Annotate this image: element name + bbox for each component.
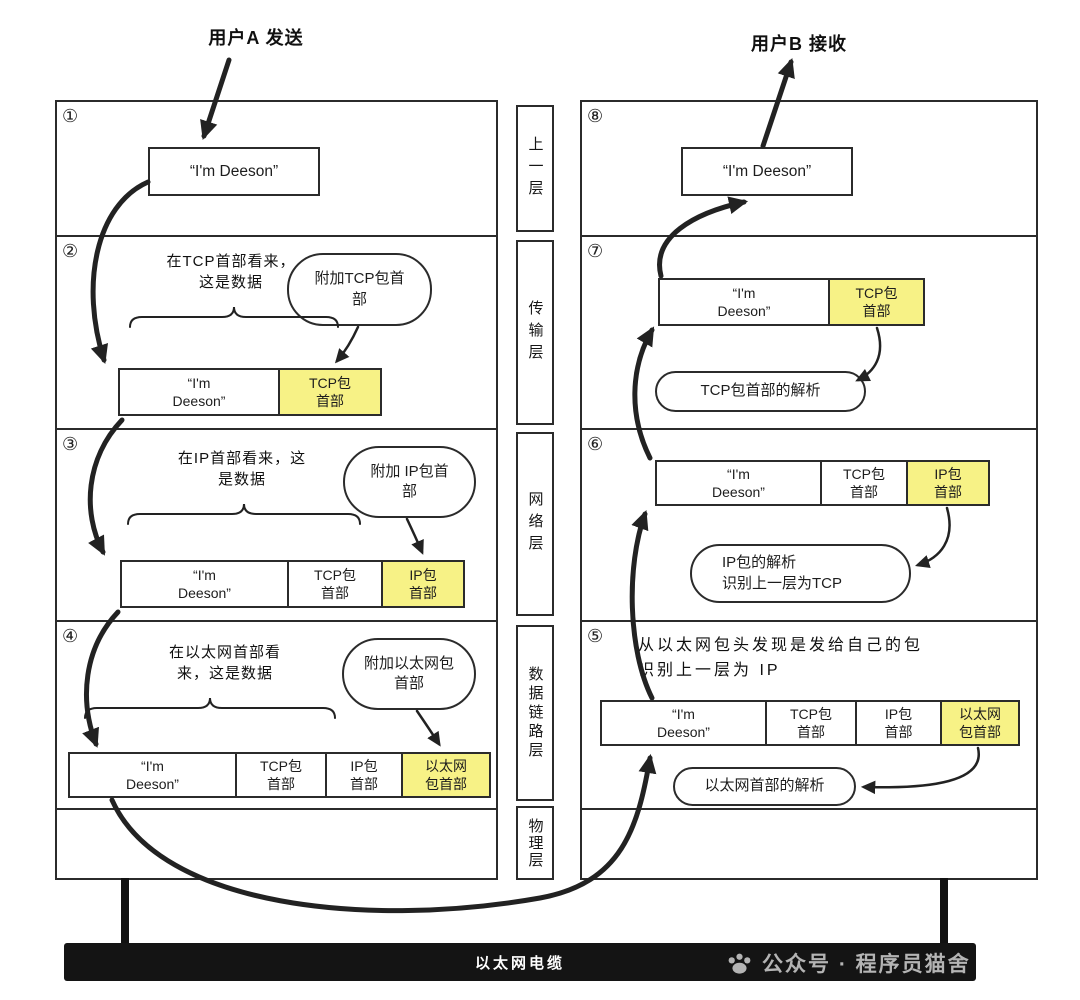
layer-label-network: 网络层: [516, 432, 554, 616]
panel-row: [582, 430, 1036, 622]
eth-view-note: 在以太网首部看 来，这是数据: [168, 644, 281, 682]
eth-receive-note: 从以太网包头发现是发给自己的包 识别上一层为 IP: [638, 637, 924, 679]
receiver-cable-stub: [940, 878, 948, 945]
attach-tcp-header-bubble: 附加TCP包首 部: [287, 253, 432, 326]
tcp-header-cell: TCP包 首部: [822, 462, 908, 504]
packet-datalink-receiver: “I'm Deeson” TCP包 首部 IP包 首部 以太网 包首部: [600, 700, 1020, 746]
tcp-header-cell: TCP包 首部: [289, 562, 383, 606]
data-cell: “I'm Deeson”: [602, 702, 767, 744]
panel-row: [582, 237, 1036, 430]
attach-eth-header-bubble: 附加以太网包 首部: [342, 638, 476, 710]
step-number-3: ③: [62, 434, 79, 454]
panel-row: [57, 102, 496, 237]
message-box-receiver: “I'm Deeson”: [681, 147, 853, 196]
step-number-1: ①: [62, 106, 79, 126]
paw-icon: [726, 950, 753, 977]
packet-network-sender: “I'm Deeson” TCP包 首部 IP包 首部: [120, 560, 465, 608]
data-cell: “I'm Deeson”: [122, 562, 289, 606]
tcp-parse-bubble: TCP包首部的解析: [655, 371, 866, 412]
attach-ip-header-bubble: 附加 IP包首 部: [343, 446, 476, 518]
tcp-view-note: 在TCP首部看来， 这是数据: [166, 253, 296, 291]
data-cell: “I'm Deeson”: [657, 462, 822, 504]
ip-header-cell: IP包 首部: [383, 562, 463, 606]
layer-label-datalink: 数据链路层: [516, 625, 554, 801]
eth-header-cell: 以太网 包首部: [403, 754, 489, 796]
ip-header-cell: IP包 首部: [327, 754, 403, 796]
packet-network-receiver: “I'm Deeson” TCP包 首部 IP包 首部: [655, 460, 990, 506]
data-cell: “I'm Deeson”: [660, 280, 830, 324]
packet-transport-sender: “I'm Deeson” TCP包 首部: [118, 368, 382, 416]
packet-datalink-sender: “I'm Deeson” TCP包 首部 IP包 首部 以太网 包首部: [68, 752, 491, 798]
step-number-7: ⑦: [587, 241, 604, 261]
sender-title: 用户A 发送: [208, 28, 304, 48]
watermark-text: 公众号 · 程序员猫舍: [762, 953, 971, 976]
panel-row: [582, 622, 1036, 810]
panel-row: [57, 810, 496, 878]
watermark: 公众号 · 程序员猫舍: [726, 948, 971, 978]
sender-cable-stub: [121, 878, 129, 945]
tcp-header-cell: TCP包 首部: [237, 754, 327, 796]
step-number-6: ⑥: [587, 434, 604, 454]
ip-header-cell: IP包 首部: [908, 462, 988, 504]
ip-parse-bubble: IP包的解析 识别上一层为TCP: [690, 544, 911, 603]
packet-transport-receiver: “I'm Deeson” TCP包 首部: [658, 278, 925, 326]
ethernet-cable-bar: 以太网电缆: [64, 943, 976, 981]
tcp-header-cell: TCP包 首部: [767, 702, 857, 744]
step-number-2: ②: [62, 241, 79, 261]
panel-row: [582, 102, 1036, 237]
layer-label-transport: 传输层: [516, 240, 554, 425]
ip-view-note: 在IP首部看来，这 是数据: [177, 450, 307, 488]
data-cell: “I'm Deeson”: [70, 754, 237, 796]
layer-label-upper: 上一层: [516, 105, 554, 232]
eth-parse-bubble: 以太网首部的解析: [673, 767, 856, 806]
ip-header-cell: IP包 首部: [857, 702, 942, 744]
layer-label-physical: 物理层: [516, 806, 554, 880]
tcp-header-cell: TCP包 首部: [280, 370, 380, 414]
message-box-sender: “I'm Deeson”: [148, 147, 320, 196]
step-number-4: ④: [62, 626, 79, 646]
step-number-5: ⑤: [587, 626, 604, 646]
panel-row: [57, 237, 496, 430]
panel-row: [582, 810, 1036, 878]
step-number-8: ⑧: [587, 106, 604, 126]
receiver-title: 用户B 接收: [751, 34, 847, 54]
panel-row: [57, 430, 496, 622]
data-cell: “I'm Deeson”: [120, 370, 280, 414]
eth-header-cell: 以太网 包首部: [942, 702, 1018, 744]
tcp-header-cell: TCP包 首部: [830, 280, 923, 324]
